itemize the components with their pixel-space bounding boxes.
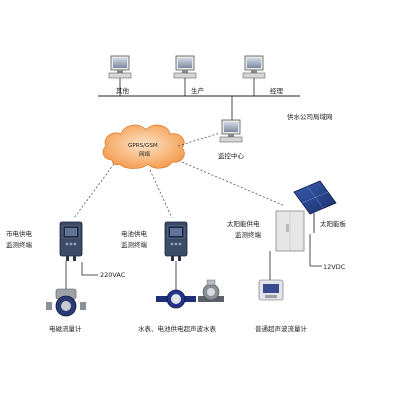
ultrasonic-flowmeter-label: 普通超声波流量计 [255,324,308,333]
solar-terminal[interactable]: 太阳能供电 监测终端 12VDC [227,210,346,283]
city-power-terminal[interactable]: 市电供电 监测终端 220VAC [6,221,126,293]
terminal-icon [59,221,83,262]
solar-panel-label: 太阳能板 [320,219,347,228]
computer-icon [219,119,243,143]
lan-station-production[interactable]: 生产 [173,55,205,96]
solar-label-line2: 监测终端 [235,230,262,239]
water-meters-label: 水表、电池供电超声波水表 [138,324,217,333]
lan-title: 供水公司局域网 [287,112,333,121]
wireless-links [73,132,286,219]
monitor-center[interactable]: 监控中心 [218,119,245,160]
solar-voltage: 12VDC [323,263,346,271]
city-power-label-line1: 市电供电 [6,229,33,238]
computer-icon [173,55,197,79]
city-power-voltage: 220VAC [100,271,126,279]
water-meters[interactable]: 水表、电池供电超声波水表 [138,279,224,333]
gprs-gsm-cloud: GPRS/GSM 网络 [102,124,185,169]
lan-station-other-label: 其他 [116,86,130,95]
computer-icon [242,55,266,79]
battery-label-line2: 监测终端 [121,240,148,249]
cloud-label-line2: 网络 [139,150,151,158]
city-power-label-line2: 监测终端 [6,240,33,249]
lan-station-production-label: 生产 [191,86,205,95]
electromagnetic-flowmeter[interactable]: 电磁流量计 [46,288,86,333]
lan-station-manager[interactable]: 经理 [242,55,284,96]
solar-panel: 太阳能板 [293,180,347,233]
battery-label-line1: 电池供电 [121,229,148,238]
computer-icon [108,55,132,79]
monitor-center-label: 监控中心 [218,151,245,160]
lan-station-other[interactable]: 其他 [108,55,132,96]
electromagnetic-flowmeter-label: 电磁流量计 [49,324,82,333]
solar-label-line1: 太阳能供电 [227,219,260,228]
lan-station-manager-label: 经理 [270,86,284,95]
battery-terminal[interactable]: 电池供电 监测终端 [121,221,188,290]
terminal-icon [164,221,188,262]
cloud-label-line1: GPRS/GSM [128,143,158,149]
ultrasonic-flowmeter[interactable]: 普通超声波流量计 [255,279,308,333]
